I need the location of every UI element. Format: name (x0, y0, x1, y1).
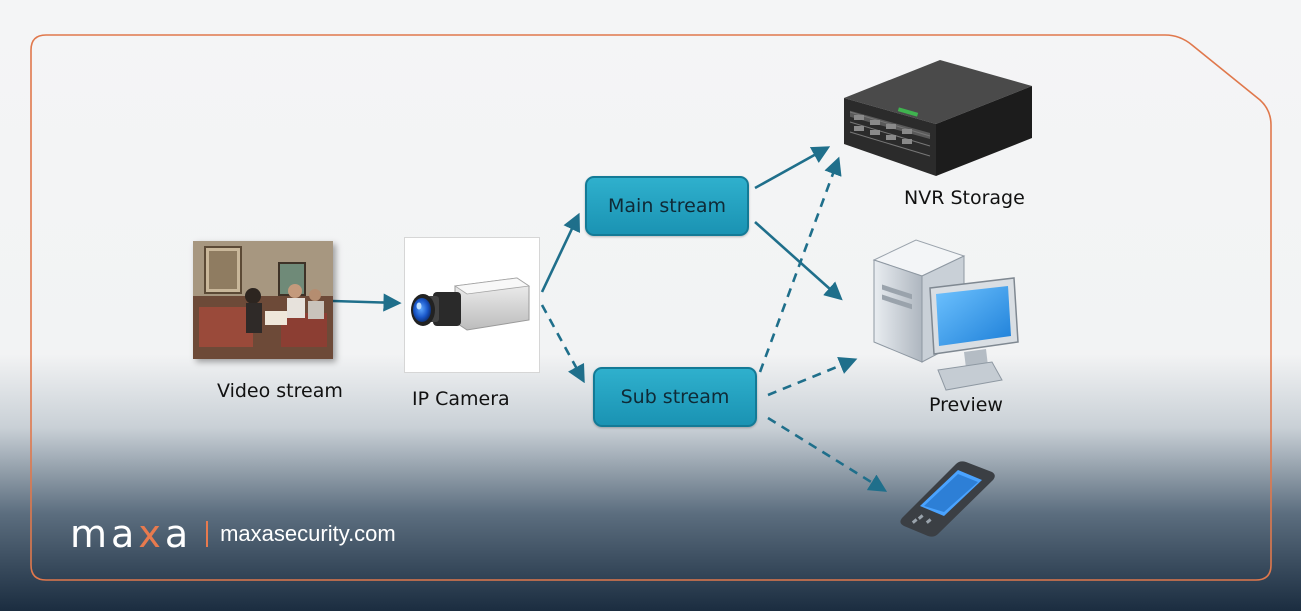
arrow-sub-to-nvr (758, 156, 842, 373)
video-frame-photo-icon (193, 241, 333, 359)
arrow-sub-to-preview (767, 357, 858, 397)
preview-label: Preview (929, 394, 1003, 416)
arrow-camera-to-sub (540, 304, 585, 384)
video-stream-thumbnail (193, 241, 333, 359)
mobile-phone-icon (900, 461, 995, 537)
nvr-storage-label: NVR Storage (904, 187, 1025, 209)
maxa-logo: maxa (70, 512, 193, 556)
ip-camera-label: IP Camera (412, 388, 510, 410)
nvr-server-icon (844, 60, 1032, 176)
arrow-video-to-camera (332, 293, 402, 312)
arrow-sub-to-mobile (767, 416, 888, 492)
ip-camera-icon (411, 277, 531, 331)
sub-stream-box: Sub stream (593, 367, 757, 427)
brand-footer: maxa maxasecurity.com (70, 512, 396, 556)
main-stream-label: Main stream (608, 195, 726, 217)
desktop-computer-icon (872, 239, 1019, 391)
main-stream-box: Main stream (585, 176, 749, 236)
video-stream-label: Video stream (217, 380, 343, 402)
brand-separator (206, 521, 209, 547)
sub-stream-label: Sub stream (620, 386, 730, 408)
arrow-main-to-preview (754, 221, 843, 301)
ip-camera-node (404, 237, 540, 373)
brand-url[interactable]: maxasecurity.com (220, 521, 396, 546)
arrow-main-to-nvr (754, 146, 831, 190)
arrow-camera-to-main (540, 212, 580, 293)
